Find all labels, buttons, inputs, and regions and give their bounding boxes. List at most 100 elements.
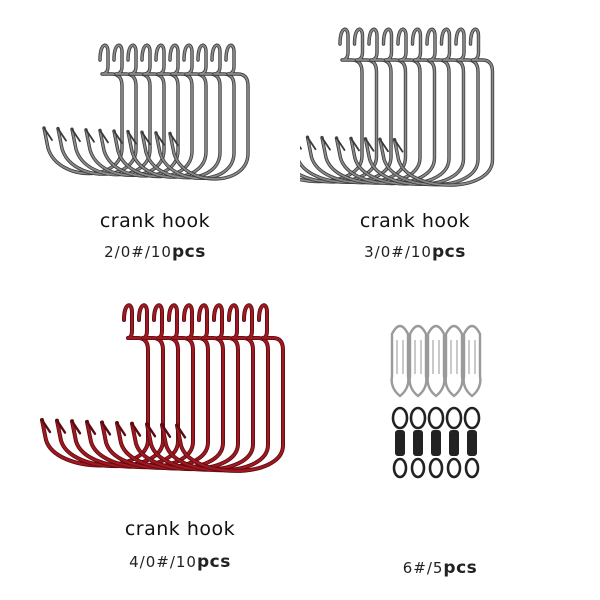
swivel-ring — [446, 457, 462, 479]
swivel-ring — [410, 457, 426, 479]
snap-clip — [396, 340, 404, 374]
hook — [300, 28, 363, 183]
hook-barb — [145, 423, 157, 438]
hook-barb — [130, 422, 142, 437]
hook — [113, 44, 193, 178]
swivel-ring — [445, 406, 463, 430]
swivel-ring — [391, 406, 409, 430]
snap-clip — [432, 340, 440, 374]
hook-barb — [55, 419, 67, 434]
hook-outline — [154, 43, 236, 180]
hook-outline — [300, 27, 364, 184]
hook-barb — [40, 418, 52, 434]
product-swivel-6: 6#/5pcs — [340, 310, 600, 600]
snap-clip — [462, 324, 482, 398]
hook-barb — [115, 421, 127, 437]
product-size: 3/0#/10pcs — [300, 242, 530, 262]
hook-barb — [175, 424, 187, 439]
snap-clip — [408, 324, 428, 398]
size-value: 4/0#/10 — [129, 553, 197, 571]
hook-barb — [99, 129, 109, 144]
hook-barb — [141, 131, 151, 146]
hook-barb — [335, 137, 346, 151]
hook-barb — [43, 127, 53, 141]
hook-outline — [42, 43, 124, 176]
product-size: 6#/5pcs — [360, 558, 520, 578]
swivel-barrel — [395, 430, 405, 456]
hook-barb — [155, 131, 165, 146]
size-unit: pcs — [196, 552, 231, 572]
hook-outline — [98, 43, 180, 178]
hook-barb — [379, 138, 389, 153]
product-hook-4-0: crank hook 4/0#/10pcs — [0, 290, 320, 600]
swivel-ring — [427, 406, 445, 430]
snap-clip — [414, 340, 422, 374]
hook-barb — [70, 420, 82, 435]
product-name: crank hook — [99, 210, 211, 232]
product-name: crank hook — [359, 210, 471, 232]
hook-barb — [71, 128, 81, 143]
hook — [43, 44, 123, 175]
hook-barb — [393, 138, 404, 153]
hook-barb — [364, 137, 375, 152]
hook-outline — [140, 43, 222, 180]
hook-outline — [126, 43, 208, 179]
swivel-ring — [428, 457, 444, 479]
hook-barb — [100, 421, 112, 436]
swivel-barrel — [449, 430, 459, 456]
hook-barb — [169, 132, 179, 147]
hook-outline — [56, 43, 138, 176]
snap-clip — [450, 340, 458, 374]
snap-clip — [444, 324, 464, 398]
size-value: 3/0#/10 — [364, 243, 432, 261]
hook — [127, 44, 207, 178]
hook-set-2-0-image — [42, 43, 250, 181]
hook — [40, 304, 150, 467]
swivel-ring — [409, 406, 427, 430]
swivel-ring — [464, 457, 480, 479]
hook — [85, 44, 165, 177]
size-unit: pcs — [431, 242, 466, 262]
swivel-ring — [392, 457, 408, 479]
snap-clip — [468, 340, 476, 374]
swivel-ring — [463, 406, 481, 430]
hook — [393, 28, 494, 186]
product-hook-3-0: crank hook 3/0#/10pcs — [300, 0, 600, 290]
swivel-barrel — [431, 430, 441, 456]
hook-outline — [112, 43, 194, 179]
hook — [141, 44, 221, 179]
hook-set-3-0-image — [300, 27, 495, 187]
hook-barb — [300, 145, 302, 150]
snap-swivel-set-image — [390, 324, 482, 479]
size-unit: pcs — [171, 242, 206, 262]
hook-outline — [70, 43, 152, 177]
swivel-barrel — [413, 430, 423, 456]
snap-clip — [390, 324, 410, 398]
hook-set-4-0-image — [40, 303, 285, 473]
hook-barb — [350, 137, 360, 152]
hook-outline — [84, 43, 166, 177]
product-size: 4/0#/10pcs — [60, 552, 300, 572]
size-value: 2/0#/10 — [104, 243, 172, 261]
product-name: crank hook — [124, 518, 236, 540]
product-size: 2/0#/10pcs — [40, 242, 270, 262]
hook-barb — [127, 130, 137, 145]
hook — [175, 304, 285, 472]
hook-outline — [168, 43, 250, 181]
snap-clip — [426, 324, 446, 398]
hook — [71, 44, 151, 176]
size-value: 6#/5 — [402, 559, 444, 577]
hook — [57, 44, 137, 175]
swivel-barrel — [467, 430, 477, 456]
hook-barb — [113, 130, 123, 144]
hook — [169, 44, 249, 180]
size-unit: pcs — [443, 558, 478, 578]
hook — [155, 44, 235, 180]
hook-barb — [306, 136, 317, 151]
hook-barb — [85, 420, 97, 435]
hook-barb — [160, 423, 172, 438]
hook — [99, 44, 179, 177]
hook-barb — [57, 127, 67, 142]
product-hook-2-0: crank hook 2/0#/10pcs — [0, 0, 300, 290]
hook-barb — [321, 136, 331, 151]
